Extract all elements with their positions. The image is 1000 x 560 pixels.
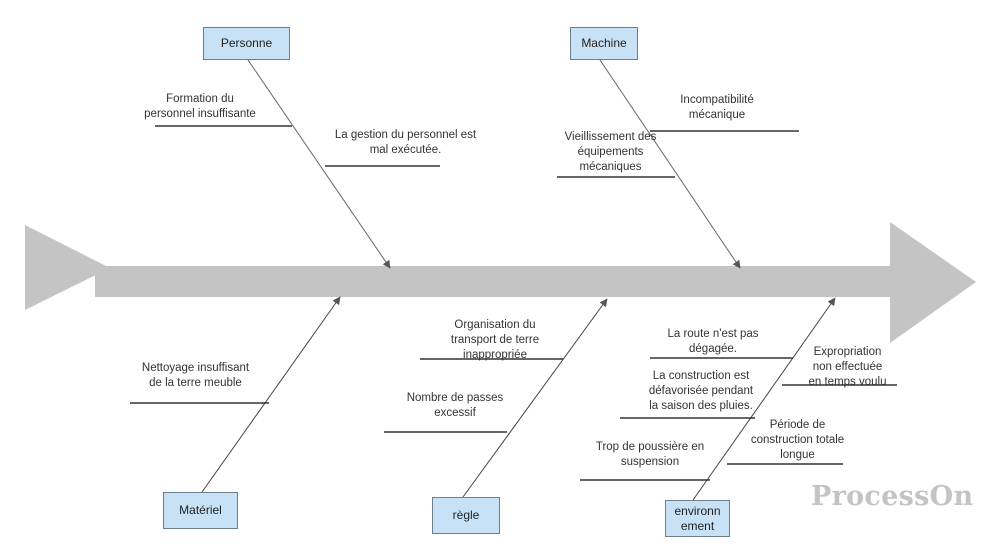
cause-poussiere: Trop de poussière en suspension bbox=[595, 441, 705, 468]
fish-head bbox=[890, 222, 976, 343]
cause-nettoyage: Nettoyage insuffisant de la terre meuble bbox=[141, 362, 250, 389]
cause-route: La route n'est pas dégagée. bbox=[667, 328, 759, 355]
cause-saison: La construction est défavorisée pendant … bbox=[648, 370, 754, 412]
category-materiel[interactable]: Matériel bbox=[163, 492, 238, 529]
cause-passes: Nombre de passes excessif bbox=[406, 392, 504, 419]
category-machine-label: Machine bbox=[581, 36, 627, 50]
fish-tail bbox=[25, 225, 110, 310]
fish-spine bbox=[95, 266, 897, 297]
bone-environnement bbox=[692, 297, 836, 501]
cause-incompatibilite: Incompatibilité mécanique bbox=[680, 94, 754, 121]
category-regle[interactable]: règle bbox=[432, 497, 500, 534]
cause-organisation: Organisation du transport de terre inapp… bbox=[450, 319, 540, 361]
cause-vieillissement: Vieillissement des équipements mécanique… bbox=[564, 131, 657, 173]
category-environnement[interactable]: environn ement bbox=[665, 500, 730, 537]
bone-personne bbox=[247, 59, 391, 269]
category-environnement-label: environn ement bbox=[674, 503, 721, 533]
category-regle-label: règle bbox=[452, 508, 480, 522]
category-personne[interactable]: Personne bbox=[203, 27, 290, 60]
cause-periode: Période de construction totale longue bbox=[750, 419, 845, 461]
category-materiel-label: Matériel bbox=[179, 503, 222, 517]
cause-formation: Formation du personnel insuffisante bbox=[144, 93, 256, 120]
bone-regle bbox=[462, 298, 608, 498]
cause-expropriation: Expropriation non effectuée en temps vou… bbox=[808, 346, 887, 388]
cause-gestion: La gestion du personnel est mal exécutée… bbox=[334, 129, 477, 156]
category-machine[interactable]: Machine bbox=[570, 27, 638, 60]
bone-materiel bbox=[201, 296, 341, 493]
bone-machine bbox=[599, 59, 741, 269]
processon-watermark: ProcessOn bbox=[811, 481, 974, 512]
category-personne-label: Personne bbox=[220, 36, 273, 50]
